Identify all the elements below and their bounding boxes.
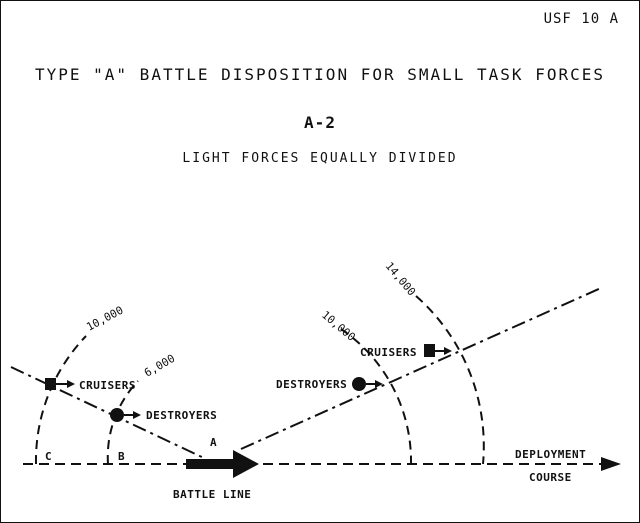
left-bearing-line <box>10 366 207 460</box>
deployment-label: DEPLOYMENT <box>515 448 586 461</box>
right-bearing-line <box>240 287 602 450</box>
battle-line-label: BATTLE LINE <box>173 488 251 501</box>
right-outer-range-label: 14,000 <box>383 260 419 299</box>
left-cruisers-marker <box>45 378 56 390</box>
left-destroyers-marker <box>110 408 124 422</box>
left-cruisers-arrowhead <box>67 380 75 388</box>
right-cruisers-label: CRUISERS <box>360 346 417 359</box>
course-label: COURSE <box>529 471 572 484</box>
left-destroyers-arrowhead <box>133 411 141 419</box>
right-inner-range-label: 10,000 <box>319 308 358 344</box>
battle-line-arrow <box>186 450 259 478</box>
left-inner-range-label: 6,000 <box>142 352 177 380</box>
plate-number: A-2 <box>304 113 336 132</box>
deployment-arrowhead <box>601 457 621 471</box>
diagram-title: TYPE "A" BATTLE DISPOSITION FOR SMALL TA… <box>34 65 605 84</box>
left-cruisers-label: CRUISERS <box>79 379 136 392</box>
right-destroyers-marker <box>352 377 366 391</box>
right-destroyers-label: DESTROYERS <box>276 378 347 391</box>
right-outer-range-arc <box>415 295 485 465</box>
left-outer-range-arc <box>34 335 87 465</box>
right-cruisers-arrowhead <box>444 347 452 355</box>
left-outer-range-label: 10,000 <box>84 304 125 334</box>
point-a-label: A <box>210 436 217 449</box>
right-cruisers-marker <box>424 344 435 357</box>
right-inner-range-arc <box>340 328 413 465</box>
left-destroyers-label: DESTROYERS <box>146 409 217 422</box>
right-destroyers-arrowhead <box>375 380 383 388</box>
point-c-label: C <box>45 450 52 463</box>
diagram-subtitle: LIGHT FORCES EQUALLY DIVIDED <box>182 151 458 166</box>
document-id: USF 10 A <box>543 11 619 27</box>
point-b-label: B <box>118 450 125 463</box>
